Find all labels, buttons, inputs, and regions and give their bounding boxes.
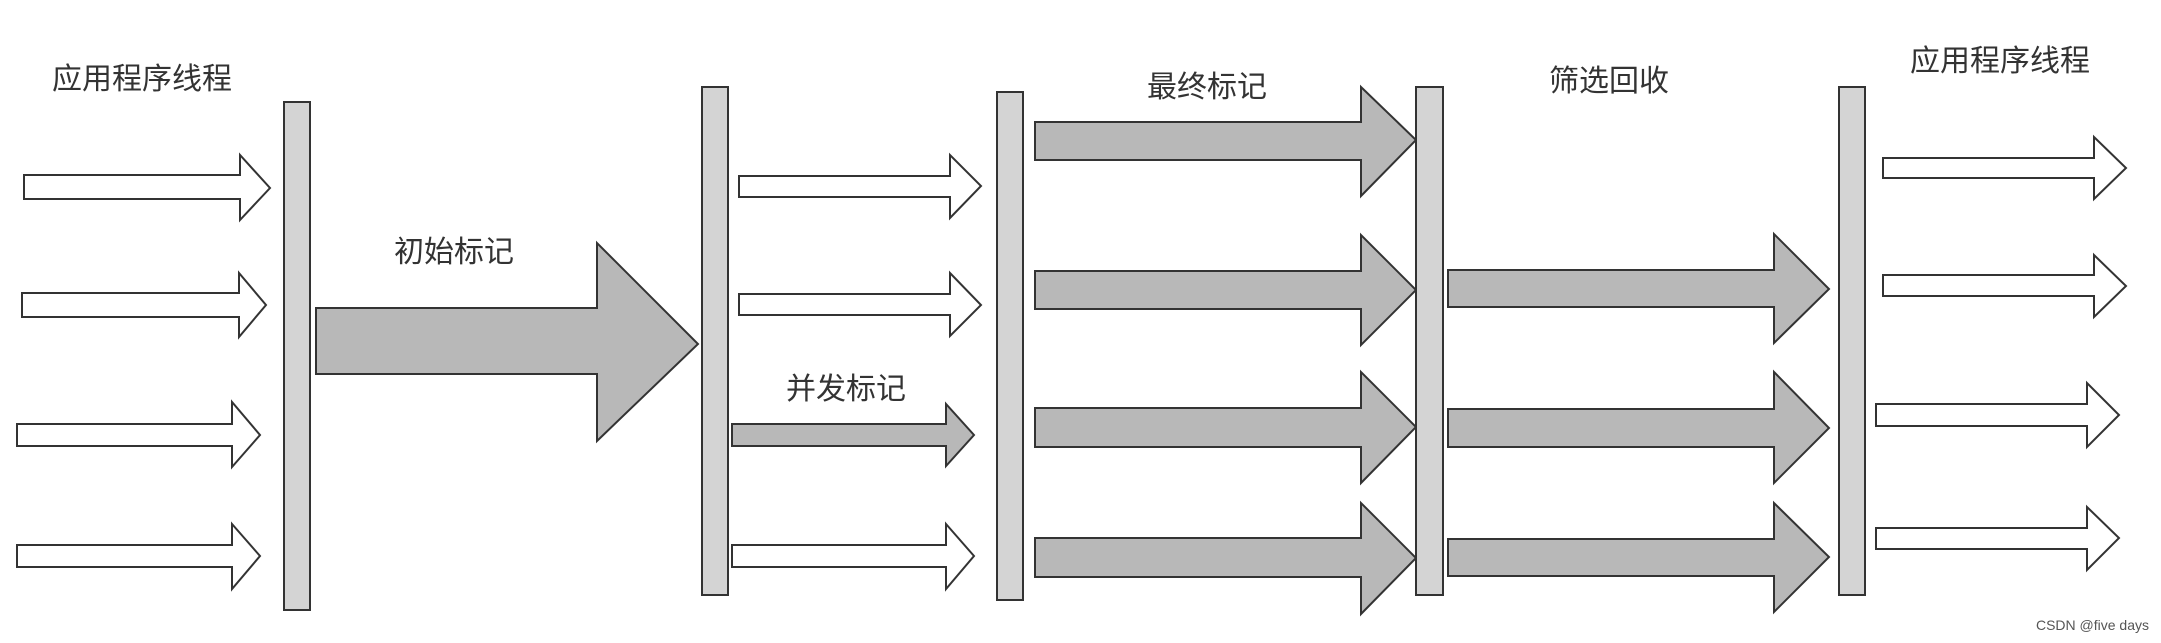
stw-barrier-5 [1838, 86, 1866, 596]
label-app-threads-right: 应用程序线程 [1910, 44, 2090, 79]
app-thread-arrow-left-2 [21, 270, 268, 340]
label-initial-mark: 初始标记 [394, 235, 514, 270]
app-thread-arrow-left-3 [16, 399, 262, 470]
app-thread-arrow-right-2 [1882, 252, 2128, 320]
final-mark-arrow-4 [1034, 500, 1418, 617]
concurrent-app-arrow-3 [731, 521, 976, 592]
label-concurrent-mark: 并发标记 [786, 372, 906, 407]
cleanup-arrow-1 [1447, 231, 1831, 346]
label-final-mark: 最终标记 [1147, 70, 1267, 105]
app-thread-arrow-right-4 [1875, 504, 2121, 573]
app-thread-arrow-left-1 [23, 152, 272, 223]
concurrent-mark-arrow [731, 401, 976, 469]
cleanup-arrow-2 [1447, 369, 1831, 486]
label-cleanup: 筛选回收 [1549, 64, 1669, 99]
csdn-watermark: CSDN @five days [2035, 617, 2149, 633]
app-thread-arrow-left-4 [16, 521, 262, 592]
stw-barrier-2 [701, 86, 729, 596]
app-thread-arrow-right-3 [1875, 380, 2121, 450]
final-mark-arrow-3 [1034, 369, 1418, 486]
final-mark-arrow-2 [1034, 232, 1418, 348]
stw-barrier-4 [1415, 86, 1444, 596]
app-thread-arrow-right-1 [1882, 134, 2128, 202]
cleanup-arrow-3 [1447, 500, 1831, 615]
concurrent-app-arrow-2 [738, 270, 983, 339]
initial-mark-arrow [315, 240, 700, 444]
concurrent-app-arrow-1 [738, 152, 983, 221]
label-app-threads-left: 应用程序线程 [52, 62, 232, 97]
final-mark-arrow-1 [1034, 84, 1418, 199]
stw-barrier-3 [996, 91, 1024, 601]
stw-barrier-1 [283, 101, 311, 611]
